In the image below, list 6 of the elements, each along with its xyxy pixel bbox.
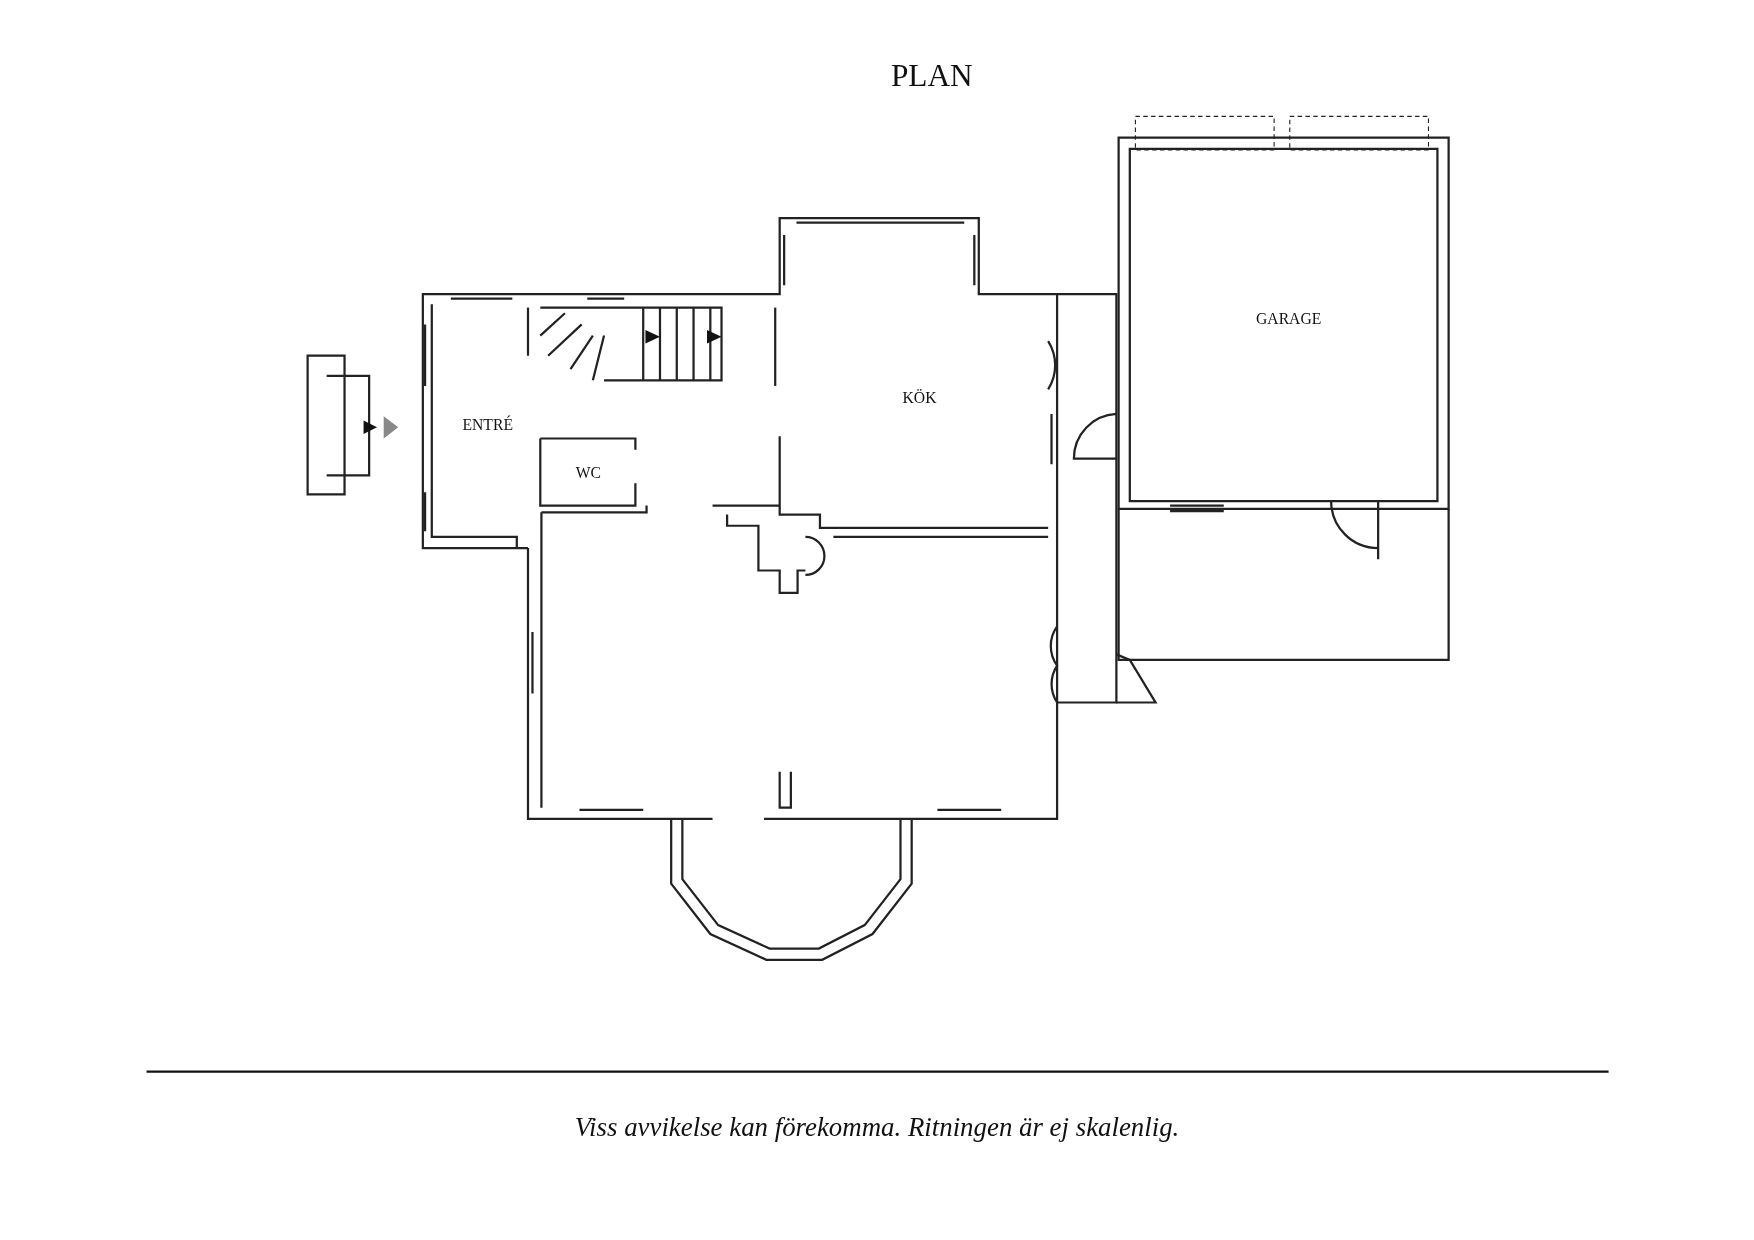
room-label: ENTRÉ — [462, 416, 513, 435]
room-label: WC — [575, 464, 601, 483]
room-label: KÖK — [902, 389, 937, 408]
disclaimer-caption: Viss avvikelse kan förekomma. Ritningen är ej skalenlig. — [574, 1112, 1180, 1143]
plan-title: PLAN — [890, 58, 973, 94]
room-label: GARAGE — [1256, 311, 1322, 329]
